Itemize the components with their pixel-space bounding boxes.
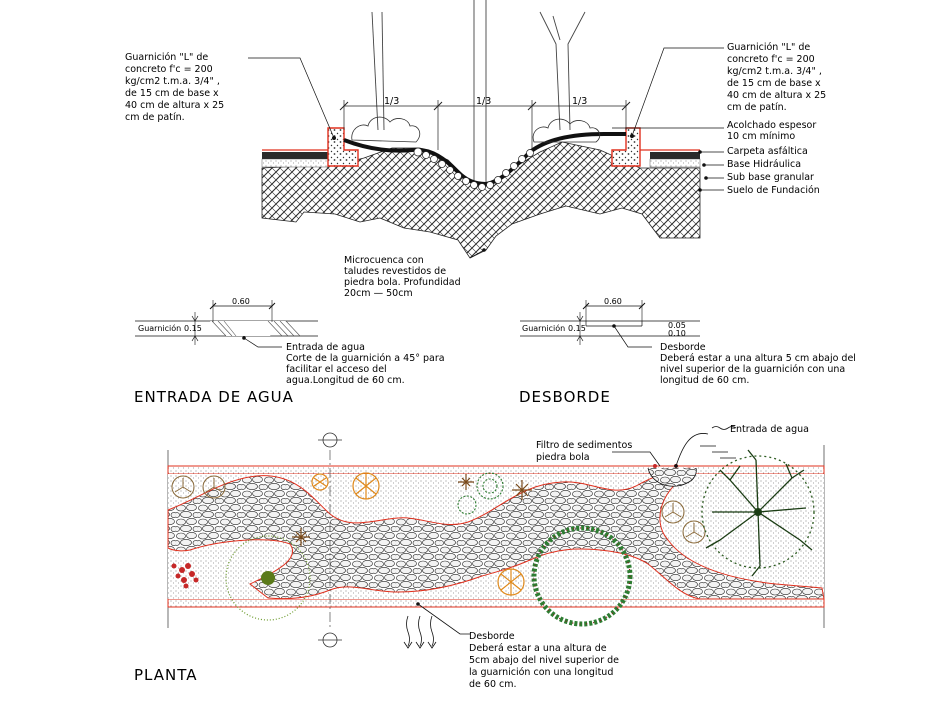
asphalt-layer-right xyxy=(650,152,700,159)
shrub-star-icon xyxy=(292,474,532,546)
shrub-green-icon xyxy=(457,472,504,515)
svg-text:cm de patín.: cm de patín. xyxy=(125,112,185,123)
label-suelo: Suelo de Fundación xyxy=(727,185,820,196)
label-microcuenca: Microcuenca con taludes revestidos de pi… xyxy=(344,255,461,299)
stone-channel xyxy=(167,467,825,600)
detail-desborde: 0.60 Guarnición 0.15 0.05 0.10 Desborde … xyxy=(519,297,856,406)
label-carpeta: Carpeta asfáltica xyxy=(727,146,808,157)
curb-bottom xyxy=(167,598,825,608)
svg-text:piedra bola: piedra bola xyxy=(536,452,590,463)
svg-text:10 cm mínimo: 10 cm mínimo xyxy=(727,131,795,142)
dimension-third-2: 1/3 xyxy=(476,96,491,107)
desborde-dim: 0.60 xyxy=(604,297,622,306)
svg-text:Desborde: Desborde xyxy=(660,342,706,353)
overflow-arrows-icon xyxy=(403,615,437,649)
entrada-title: ENTRADA DE AGUA xyxy=(134,388,294,406)
svg-text:Deberá estar a una altura de: Deberá estar a una altura de xyxy=(469,643,607,654)
svg-text:Guarnición "L" de: Guarnición "L" de xyxy=(727,42,810,53)
svg-text:Deberá estar a una altura 5 cm: Deberá estar a una altura 5 cm abajo del xyxy=(660,353,856,364)
desborde-dim-small-2: 0.10 xyxy=(668,329,686,338)
planta-desborde-label: Desborde Deberá estar a una altura de 5c… xyxy=(469,631,619,690)
grass-circle-icon xyxy=(225,535,311,621)
svg-text:40 cm de altura x 25: 40 cm de altura x 25 xyxy=(727,90,826,101)
svg-text:Guarnición "L" de: Guarnición "L" de xyxy=(125,52,208,63)
asphalt-layer-left xyxy=(262,152,328,159)
svg-text:Corte de la guarnición a 45° p: Corte de la guarnición a 45° para xyxy=(286,353,445,364)
label-guarnicion-right: Guarnición "L" de concreto f'c = 200 kg/… xyxy=(727,42,826,113)
label-acolchado: Acolchado espesor 10 cm mínimo xyxy=(727,120,816,142)
tree-trunk-icon xyxy=(371,0,586,188)
svg-text:Entrada de agua: Entrada de agua xyxy=(286,342,365,353)
svg-text:20cm — 50cm: 20cm — 50cm xyxy=(344,288,413,299)
svg-text:concreto f'c = 200: concreto f'c = 200 xyxy=(727,54,815,65)
desborde-note: Desborde Deberá estar a una altura 5 cm … xyxy=(660,342,856,386)
flower-cluster-icon xyxy=(171,563,199,589)
svg-text:kg/cm2 t.m.a. 3/4" ,: kg/cm2 t.m.a. 3/4" , xyxy=(727,66,822,77)
svg-text:de 15 cm de base x: de 15 cm de base x xyxy=(727,78,821,89)
plan-view: Filtro de sedimentos piedra bola Entrada… xyxy=(134,424,825,690)
svg-text:agua.Longitud de 60 cm.: agua.Longitud de 60 cm. xyxy=(286,375,405,386)
tree-symbol-orange-icon xyxy=(311,472,525,596)
svg-text:longitud de 60 cm.: longitud de 60 cm. xyxy=(660,375,749,386)
dimension-thirds xyxy=(339,100,631,150)
desborde-g-value: 0.15 xyxy=(568,324,586,333)
shrub-icon xyxy=(351,116,421,143)
svg-text:40 cm de altura x 25: 40 cm de altura x 25 xyxy=(125,100,224,111)
desborde-title: DESBORDE xyxy=(519,388,611,406)
entrada-g-value: 0.15 xyxy=(184,324,202,333)
svg-text:Acolchado espesor: Acolchado espesor xyxy=(727,120,816,131)
svg-text:kg/cm2 t.m.a. 3/4" ,: kg/cm2 t.m.a. 3/4" , xyxy=(125,76,220,87)
base-layer-right xyxy=(649,158,701,168)
svg-text:nivel superior de la guarnició: nivel superior de la guarnición con una xyxy=(660,364,845,375)
boulders xyxy=(413,147,534,191)
shrub-icon xyxy=(532,118,601,143)
cross-section: 1/3 1/3 1/3 Guarnición "L" de concreto f… xyxy=(125,0,826,299)
desborde-dim-small-1: 0.05 xyxy=(668,321,686,330)
svg-text:Microcuenca con: Microcuenca con xyxy=(344,255,424,266)
svg-text:Filtro de sedimentos: Filtro de sedimentos xyxy=(536,440,632,451)
base-layer-left xyxy=(261,158,329,168)
planta-filtro-label: Filtro de sedimentos piedra bola xyxy=(536,440,632,463)
sediment-filter-icon xyxy=(647,464,697,487)
svg-text:taludes revestidos de: taludes revestidos de xyxy=(344,266,446,277)
svg-text:piedra bola. Profundidad: piedra bola. Profundidad xyxy=(344,277,461,288)
shrub-ring-icon xyxy=(531,525,633,627)
label-base: Base Hidráulica xyxy=(727,159,801,170)
entrada-dim: 0.60 xyxy=(232,297,250,306)
svg-text:concreto f'c = 200: concreto f'c = 200 xyxy=(125,64,213,75)
svg-text:5cm abajo del nivel superior d: 5cm abajo del nivel superior de xyxy=(469,655,619,666)
label-guarnicion-left: Guarnición "L" de concreto f'c = 200 kg/… xyxy=(125,52,224,123)
dimension-third-1: 1/3 xyxy=(384,96,399,107)
svg-text:de 15 cm de base x: de 15 cm de base x xyxy=(125,88,219,99)
desborde-guarnicion-label: Guarnición xyxy=(522,323,565,333)
planta-entrada-label: Entrada de agua xyxy=(730,424,809,435)
large-tree-icon xyxy=(701,449,815,577)
svg-text:facilitar el acceso del: facilitar el acceso del xyxy=(286,364,387,375)
section-marker-icon xyxy=(318,432,342,648)
label-subbase: Sub base granular xyxy=(727,172,814,183)
dimension-third-2: 1/3 xyxy=(572,96,587,107)
curb-top xyxy=(167,465,825,475)
svg-text:la guarnición con una longitud: la guarnición con una longitud xyxy=(469,667,613,678)
svg-text:Desborde: Desborde xyxy=(469,631,515,642)
entrada-note: Entrada de agua Corte de la guarnición a… xyxy=(286,342,445,386)
detail-entrada-de-agua: 0.60 Guarnición 0.15 Entrada de agua Cor… xyxy=(134,297,445,406)
svg-text:de 60 cm.: de 60 cm. xyxy=(469,679,517,690)
svg-text:cm de patín.: cm de patín. xyxy=(727,102,787,113)
planta-title: PLANTA xyxy=(134,666,198,684)
entrada-guarnicion-label: Guarnición xyxy=(138,323,181,333)
